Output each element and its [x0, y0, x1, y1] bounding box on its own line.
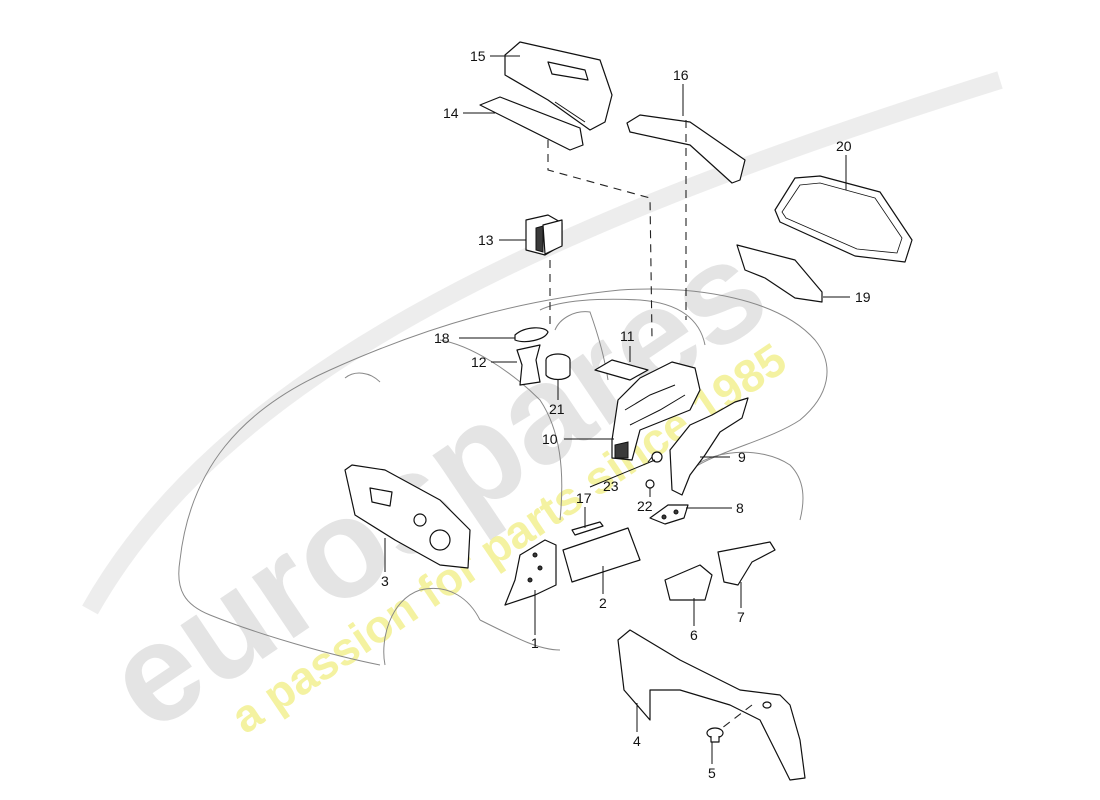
- callout-9: 9: [738, 449, 746, 465]
- callout-15: 15: [470, 48, 486, 64]
- car-body-outline: [178, 288, 828, 666]
- part-rear-shelf-upper[interactable]: [504, 41, 613, 131]
- callout-2: 2: [599, 595, 607, 611]
- part-front-floor-mat[interactable]: [617, 629, 806, 781]
- callout-6: 6: [690, 627, 698, 643]
- callout-22: 22: [637, 498, 653, 514]
- part-narrow-strip[interactable]: [571, 521, 604, 536]
- part-cylinder-damper[interactable]: [545, 353, 571, 381]
- part-firewall-insulation[interactable]: [344, 464, 471, 569]
- callout-5: 5: [708, 765, 716, 781]
- part-corner-pad-right[interactable]: [717, 541, 776, 586]
- part-fastener-screw[interactable]: [706, 727, 724, 743]
- part-small-gasket[interactable]: [514, 327, 549, 343]
- callout-16: 16: [673, 67, 689, 83]
- part-flat-pad[interactable]: [594, 359, 649, 381]
- part-pillar-trim[interactable]: [516, 344, 541, 386]
- callout-21: 21: [549, 401, 565, 417]
- part-corner-pad-left[interactable]: [664, 564, 713, 601]
- callout-1: 1: [531, 635, 539, 651]
- callout-11: 11: [620, 328, 635, 344]
- callout-10: 10: [542, 431, 558, 447]
- callout-3: 3: [381, 573, 389, 589]
- part-front-trunk-side-panel[interactable]: [736, 244, 823, 303]
- callout-labels: 15 14 16 20 19 13 18 12 21 11 10 9 23 22…: [381, 48, 871, 781]
- part-side-bracket[interactable]: [669, 397, 749, 496]
- part-clip-23[interactable]: [647, 451, 663, 463]
- part-bulkhead-plate[interactable]: [649, 504, 689, 525]
- callout-4: 4: [633, 733, 641, 749]
- watermark-swoosh: [82, 71, 1003, 615]
- callout-13: 13: [478, 232, 494, 248]
- part-wheel-arch-liner[interactable]: [611, 361, 701, 461]
- part-sill-liner[interactable]: [504, 539, 557, 606]
- callout-18: 18: [434, 330, 450, 346]
- callout-7: 7: [737, 609, 745, 625]
- part-rear-shelf-lower[interactable]: [479, 96, 584, 151]
- part-foam-block[interactable]: [525, 214, 563, 256]
- callout-20: 20: [836, 138, 852, 154]
- callout-19: 19: [855, 289, 871, 305]
- assembly-dashed-lines: [547, 120, 753, 729]
- callout-12: 12: [471, 354, 487, 370]
- callout-17: 17: [576, 490, 592, 506]
- part-front-trunk-mat[interactable]: [774, 175, 913, 263]
- part-roof-liner-strip[interactable]: [626, 114, 746, 184]
- callout-leaders: [384, 55, 850, 764]
- callout-8: 8: [736, 500, 744, 516]
- part-floor-pad[interactable]: [562, 527, 641, 583]
- callout-14: 14: [443, 105, 459, 121]
- watermark: eurospares a passion for parts since 198…: [79, 71, 1003, 760]
- callout-23: 23: [603, 478, 619, 494]
